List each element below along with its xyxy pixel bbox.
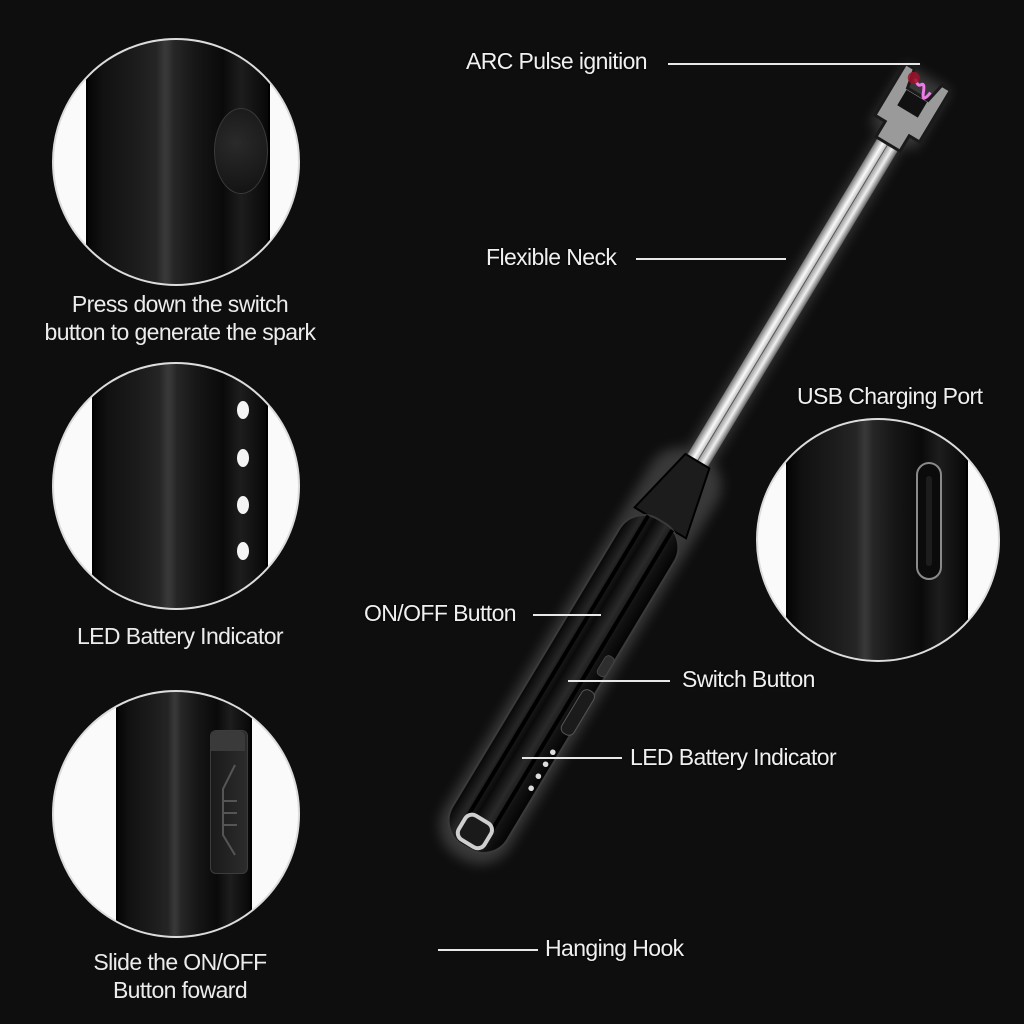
callout-title-usb: USB Charging Port <box>797 383 983 409</box>
caption-line-1: Press down the switch <box>71 291 289 317</box>
led-dot-icon <box>237 496 249 514</box>
lighter-body <box>447 514 680 854</box>
arrow-up-icon <box>222 764 237 856</box>
callout-caption-led: LED Battery Indicator <box>10 622 350 650</box>
label-hanging-hook: Hanging Hook <box>545 935 684 961</box>
leader-line-hook <box>438 949 538 951</box>
usb-port-icon <box>916 462 942 580</box>
led-dot-icon <box>542 761 549 768</box>
led-dot-icon <box>549 749 556 756</box>
label-switch-button: Switch Button <box>682 666 815 692</box>
led-dot-icon <box>528 785 534 792</box>
label-onoff-button: ON/OFF Button <box>364 600 517 626</box>
callout-caption-slider: Slide the ON/OFF Button foward <box>10 948 350 1004</box>
leader-line-neck <box>636 258 786 260</box>
arc-spark-icon <box>913 78 932 100</box>
leader-line-onoff <box>533 614 601 616</box>
callout-circle-led <box>52 362 300 610</box>
caption-line-2: button to generate the spark <box>44 319 317 345</box>
label-led-battery-indicator: LED Battery Indicator <box>630 744 837 770</box>
caption-line-1: Slide the ON/OFF <box>93 949 267 975</box>
label-arc-pulse-ignition: ARC Pulse ignition <box>466 48 648 74</box>
leader-line-switch <box>568 680 670 682</box>
callout-circle-usb <box>756 418 1000 662</box>
led-dot-icon <box>237 542 249 560</box>
leader-line-led <box>522 757 622 759</box>
callout-circle-switch <box>52 38 300 286</box>
switch-button-icon <box>560 689 596 736</box>
switch-button-icon <box>214 108 268 194</box>
caption-line-2: Button foward <box>112 977 248 1003</box>
usb-port-slot <box>926 476 932 566</box>
caption-line-1: LED Battery Indicator <box>76 623 284 649</box>
callout-circle-slider <box>52 690 300 938</box>
onoff-button-icon <box>596 655 615 678</box>
led-dot-icon <box>237 449 249 467</box>
leader-line-arc <box>668 63 920 65</box>
slider-cap <box>211 731 245 751</box>
label-flexible-neck: Flexible Neck <box>486 244 617 270</box>
led-dot-icon <box>535 773 542 780</box>
callout-caption-switch: Press down the switch button to generate… <box>10 290 350 346</box>
hanging-hook-icon <box>455 812 494 851</box>
led-dot-icon <box>237 401 249 419</box>
slider-button-icon <box>210 730 248 874</box>
